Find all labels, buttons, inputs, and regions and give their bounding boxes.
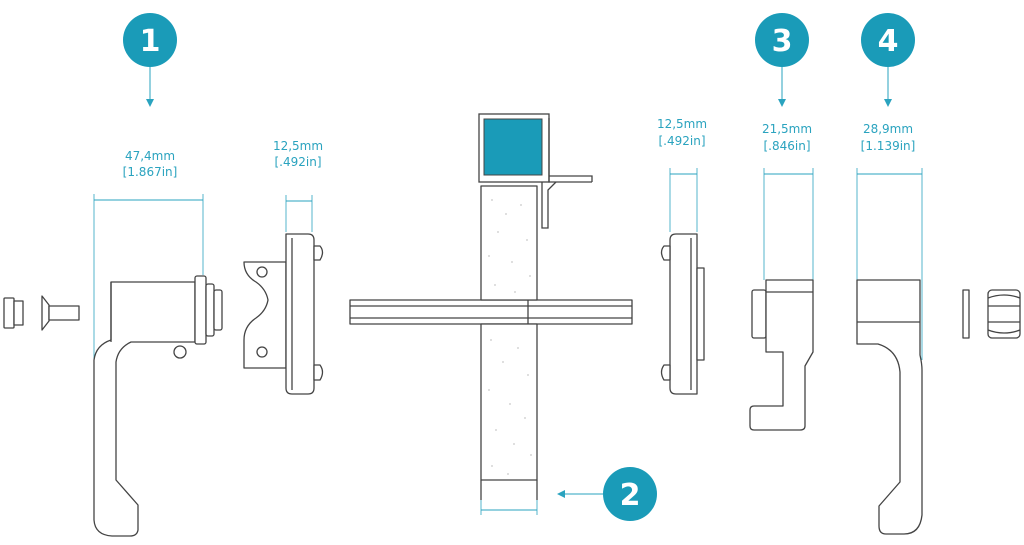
spindle-part	[349, 299, 633, 325]
svg-text:[1.139in]: [1.139in]	[861, 139, 916, 153]
hex-nut-part	[987, 289, 1021, 339]
svg-text:12,5mm: 12,5mm	[657, 117, 707, 131]
svg-text:1: 1	[140, 24, 161, 59]
callout-3: 3	[755, 13, 809, 107]
dimension-panel-thickness	[480, 478, 538, 515]
svg-text:4: 4	[878, 24, 899, 59]
dimension-right-escutcheon: 12,5mm [.492in]	[657, 117, 707, 232]
outer-handle-part	[93, 275, 223, 537]
svg-text:3: 3	[772, 24, 793, 59]
callout-2: 2	[557, 467, 657, 521]
right-escutcheon-part	[660, 233, 705, 395]
svg-text:2: 2	[620, 478, 641, 513]
svg-text:47,4mm: 47,4mm	[125, 149, 175, 163]
svg-text:21,5mm: 21,5mm	[762, 122, 812, 136]
svg-text:12,5mm: 12,5mm	[273, 139, 323, 153]
screw-part	[41, 295, 80, 331]
dimension-inner-handle-width: 28,9mm [1.139in]	[856, 122, 923, 360]
washer-part	[3, 297, 24, 329]
left-escutcheon-part	[243, 233, 324, 395]
callout-1: 1	[123, 13, 177, 107]
dimension-handle-width: 47,4mm [1.867in]	[93, 149, 204, 360]
svg-text:[.846in]: [.846in]	[763, 139, 810, 153]
callout-4: 4	[861, 13, 915, 107]
flat-washer-part	[962, 289, 970, 339]
svg-text:[.492in]: [.492in]	[658, 134, 705, 148]
door-panel-part	[478, 113, 593, 500]
svg-text:[1.867in]: [1.867in]	[123, 165, 178, 179]
dimension-left-escutcheon: 12,5mm [.492in]	[273, 139, 323, 232]
inner-handle-part	[856, 279, 923, 535]
svg-text:28,9mm: 28,9mm	[863, 122, 913, 136]
svg-text:[.492in]: [.492in]	[274, 155, 321, 169]
panel-speckle	[488, 199, 532, 475]
cam-part	[749, 279, 814, 431]
dimension-cam-width: 21,5mm [.846in]	[762, 122, 814, 280]
